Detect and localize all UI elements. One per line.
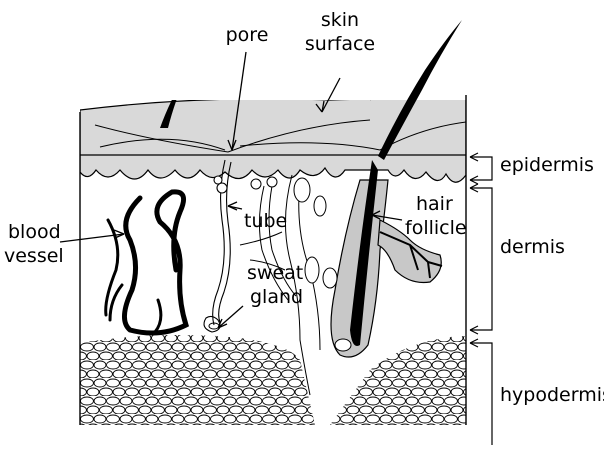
label-blood-vessel-line2: vessel bbox=[4, 245, 64, 267]
label-pore: pore bbox=[222, 24, 272, 46]
layer-brackets bbox=[470, 153, 492, 445]
label-sweat-gland-line2: gland bbox=[250, 286, 303, 308]
hair-bulb bbox=[335, 339, 351, 351]
label-dermis: dermis bbox=[500, 236, 565, 258]
label-sweat-gland-line1: sweat bbox=[247, 262, 303, 284]
label-epidermis: epidermis bbox=[500, 154, 594, 176]
skin-block bbox=[80, 66, 466, 425]
label-skin-surface-line1: skin bbox=[310, 9, 370, 31]
label-tube: tube bbox=[244, 210, 287, 232]
label-hair-follicle-line1: hair bbox=[416, 193, 453, 215]
label-skin-surface-line2: surface bbox=[300, 33, 380, 55]
label-hair-follicle-line2: follicle bbox=[405, 217, 467, 239]
hypodermis-fat-left bbox=[80, 335, 315, 425]
label-hypodermis: hypodermis bbox=[500, 384, 604, 406]
label-blood-vessel-line1: blood bbox=[8, 221, 61, 243]
